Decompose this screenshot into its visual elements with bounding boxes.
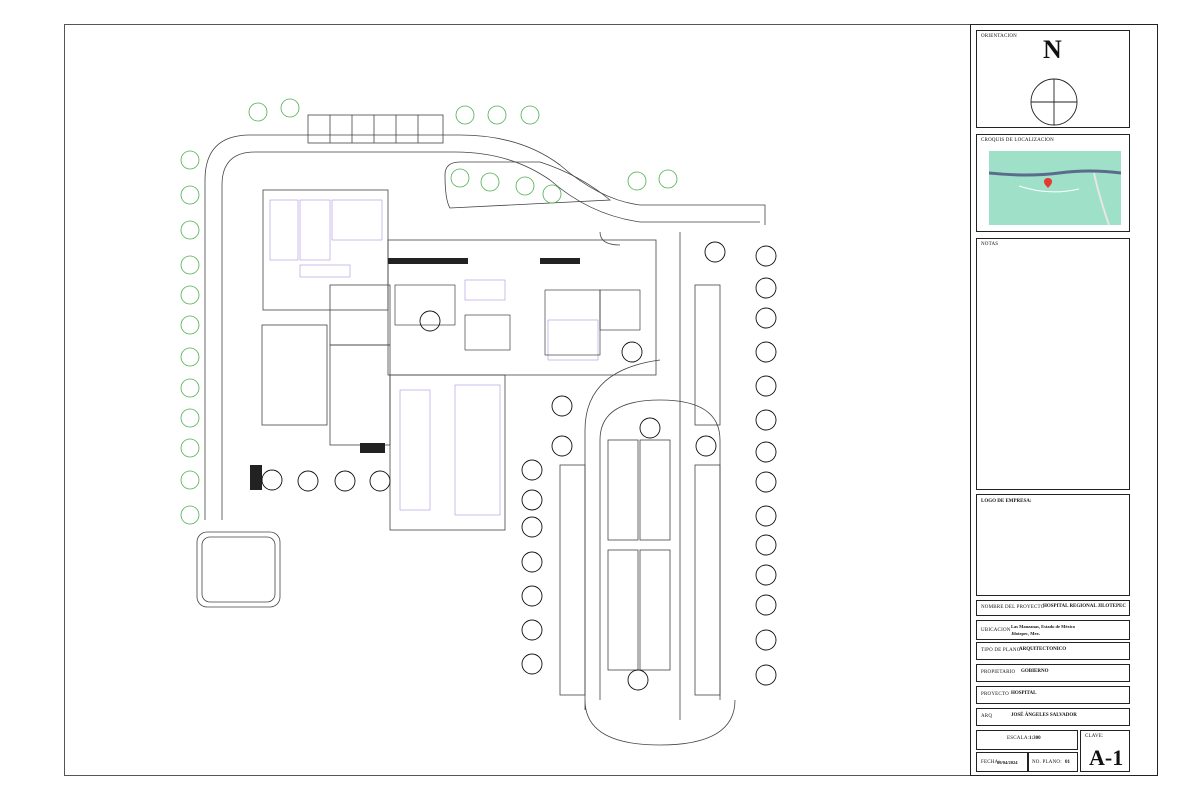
scale-value: 1:300 — [1029, 736, 1041, 741]
location-line1: Las Manzanas, Estado de México — [1011, 624, 1076, 629]
west-parking — [261, 324, 328, 426]
location-map — [989, 151, 1121, 225]
orientation-box: ORIENTACION N — [976, 30, 1130, 128]
loop-road-outer — [599, 231, 681, 720]
building-central — [387, 239, 657, 376]
location-row: UBICACION Las Manzanas, Estado de México… — [976, 620, 1130, 640]
project-name-value: HOSPITAL REGIONAL JILOTEPEC — [1043, 604, 1126, 609]
map-pin-icon — [1044, 178, 1052, 188]
date-box: FECHA: 29/04/2024 — [976, 752, 1028, 772]
building-core — [329, 284, 391, 346]
top-parking — [307, 114, 444, 144]
plan-type-value: ARQUITECTONICO — [1019, 647, 1067, 652]
building-west — [329, 344, 391, 446]
project-value: HOSPITAL — [1011, 691, 1037, 696]
plan-type-label: TIPO DE PLANO — [981, 648, 1021, 653]
notes-box: NOTAS — [976, 238, 1130, 490]
helipad — [196, 531, 281, 608]
black-tree-row — [261, 241, 777, 691]
building-south — [389, 374, 506, 531]
date-label: FECHA: — [981, 760, 1000, 765]
loop-road — [599, 399, 721, 700]
date-value: 29/04/2024 — [997, 760, 1018, 765]
project-name-label: NOMBRE DEL PROYECTO — [981, 605, 1045, 610]
access-road-inner — [221, 151, 760, 520]
map-road-icon — [989, 169, 1121, 225]
building-wing-north — [262, 189, 389, 311]
project-label: PROYECTO — [981, 692, 1009, 697]
scale-box: ESCALA: 1:300 — [976, 730, 1078, 750]
location-label: UBICACION — [981, 628, 1011, 633]
north-arrow-icon — [1030, 78, 1078, 126]
green-tree-row — [180, 98, 678, 525]
owner-label: PROPIETARIO — [981, 670, 1016, 675]
architect-label: ARQ — [981, 714, 993, 719]
architect-value: JOSÉ ÁNGELES SALVADOR — [1011, 713, 1077, 718]
project-name-row: NOMBRE DEL PROYECTO HOSPITAL REGIONAL JI… — [976, 600, 1130, 616]
scale-label: ESCALA: — [1007, 736, 1030, 741]
sheet-number-value: 01 — [1065, 760, 1070, 765]
key-label: CLAVE: — [1085, 734, 1104, 739]
company-logo-label: LOGO DE EMPRESA: — [981, 499, 1032, 504]
key-box: CLAVE: A-1 — [1080, 730, 1130, 772]
location-sketch-box: CROQUIS DE LOCALIZACION — [976, 134, 1130, 232]
green-island — [444, 161, 612, 209]
project-row: PROYECTO HOSPITAL — [976, 686, 1130, 704]
architect-row: ARQ JOSÉ ÁNGELES SALVADOR — [976, 708, 1130, 726]
key-value: A-1 — [1089, 745, 1124, 770]
plan-type-row: TIPO DE PLANO ARQUITECTONICO — [976, 642, 1130, 660]
owner-row: PROPIETARIO GOBIERNO — [976, 664, 1130, 682]
north-letter: N — [1043, 35, 1062, 64]
site-plan — [180, 98, 777, 746]
notes-label: NOTAS — [981, 242, 999, 247]
company-logo-box: LOGO DE EMPRESA: — [976, 494, 1130, 596]
loop-road-outer-curve — [584, 359, 736, 746]
sheet-number-label: NO. PLANO: — [1032, 760, 1062, 765]
sheet-number-box: NO. PLANO: 01 — [1028, 752, 1078, 772]
access-road-outer — [204, 134, 766, 520]
owner-value: GOBIERNO — [1021, 669, 1049, 674]
location-sketch-label: CROQUIS DE LOCALIZACION — [981, 138, 1054, 143]
orientation-label: ORIENTACION — [981, 34, 1017, 39]
location-line2: Jilotepec, Mex. — [1011, 631, 1040, 636]
